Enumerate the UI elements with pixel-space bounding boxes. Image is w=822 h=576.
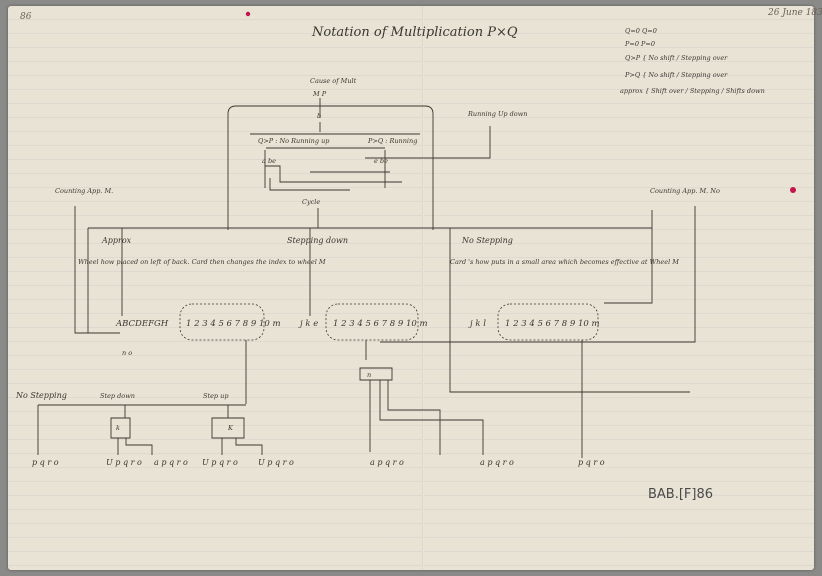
- output-group: a p q r o: [370, 458, 404, 467]
- approx-note: Wheel how placed on left of back. Card t…: [78, 258, 326, 266]
- n-o-label: n o: [122, 349, 132, 357]
- abc-group-label: ABCDEFGH: [115, 319, 169, 329]
- catalogue-ref: BAB.[F]86: [648, 487, 713, 502]
- a-be-label: a be: [262, 157, 276, 165]
- mp-label: M P: [312, 90, 327, 98]
- step-down-label: Step down: [100, 392, 135, 400]
- connector-line: [380, 206, 696, 343]
- no-stepping-note: Card 's how puts in a small area which b…: [450, 258, 679, 266]
- output-group: a p q r o: [154, 458, 188, 467]
- jkl-group-label: j k l: [468, 319, 486, 329]
- legend-line: P>Q { No shift / Stepping over: [624, 71, 728, 79]
- counting-app-right-label: Counting App. M. No: [650, 187, 720, 195]
- corner-mark: 86: [20, 12, 32, 22]
- connector-line: [117, 438, 263, 455]
- cycle-label: Cycle: [302, 198, 320, 206]
- output-group: p q r o: [32, 458, 59, 467]
- connector-line: [265, 165, 402, 191]
- connector-line: [245, 340, 393, 404]
- output-group: p q r o: [578, 458, 605, 467]
- connector-line: [250, 122, 420, 135]
- branch-lines: [121, 228, 690, 393]
- digits-group: 1 2 3 4 5 6 7 8 9 10 m: [333, 319, 428, 329]
- no-stepping-left-label: No Stepping: [15, 391, 67, 400]
- output-group: a p q r o: [480, 458, 514, 467]
- k-label: k: [116, 424, 120, 432]
- red-pin-mark: [790, 187, 796, 193]
- approx-label: Approx: [101, 236, 132, 245]
- digits-group: 1 2 3 4 5 6 7 8 9 10 m: [186, 319, 281, 329]
- pq-label: P>Q : Running: [367, 137, 417, 145]
- ruled-lines: [8, 6, 814, 570]
- legend-line: approx { Shift over / Stepping / Shifts …: [620, 87, 765, 95]
- output-group: U p q r o: [106, 458, 142, 467]
- page-title: Notation of Multiplication P×Q: [311, 25, 518, 40]
- legend-line: P=0 P=0: [624, 40, 655, 48]
- qp-label: Q>P : No Running up: [258, 137, 330, 145]
- a-label: b: [317, 112, 321, 120]
- running-up-label: Running Up down: [467, 110, 527, 118]
- K-label: K: [227, 424, 234, 432]
- n-label: n: [367, 371, 371, 379]
- connector-line: [369, 340, 583, 458]
- jk-group-label: j k e: [298, 319, 318, 329]
- red-pin-mark: [245, 11, 251, 17]
- paper-sheet: [8, 6, 814, 570]
- no-stepping-label: No Stepping: [461, 236, 513, 245]
- dashed-region: [497, 303, 599, 341]
- stepping-down-label: Stepping down: [287, 236, 348, 245]
- connector-line: [37, 404, 246, 455]
- counting-app-left-label: Counting App. M.: [55, 187, 113, 195]
- bottom-row: p q r o U p q r o a p q r o U p q r o U …: [32, 458, 605, 467]
- center-fold: [422, 6, 424, 570]
- dashed-region: [325, 303, 419, 341]
- output-group: U p q r o: [202, 458, 238, 467]
- legend-line: Q=0 Q=0: [625, 27, 657, 35]
- step-up-label: Step up: [203, 392, 229, 400]
- output-group: U p q r o: [258, 458, 294, 467]
- connector-line: [74, 206, 110, 334]
- small-box: [110, 417, 245, 439]
- e-be-label: e be: [374, 157, 388, 165]
- running-up-line: [365, 126, 491, 159]
- legend-block: Q=0 Q=0 P=0 P=0 Q>P { No shift / Steppin…: [620, 27, 765, 95]
- legend-line: Q>P { No shift / Stepping over: [625, 54, 728, 62]
- top-bracket-line: [227, 105, 434, 230]
- dashed-region: [179, 303, 265, 341]
- cause-of-mult-label: Cause of Mult: [310, 77, 357, 85]
- digits-group: 1 2 3 4 5 6 7 8 9 10 m: [505, 319, 600, 329]
- date-text: 26 June 1830: [767, 8, 822, 18]
